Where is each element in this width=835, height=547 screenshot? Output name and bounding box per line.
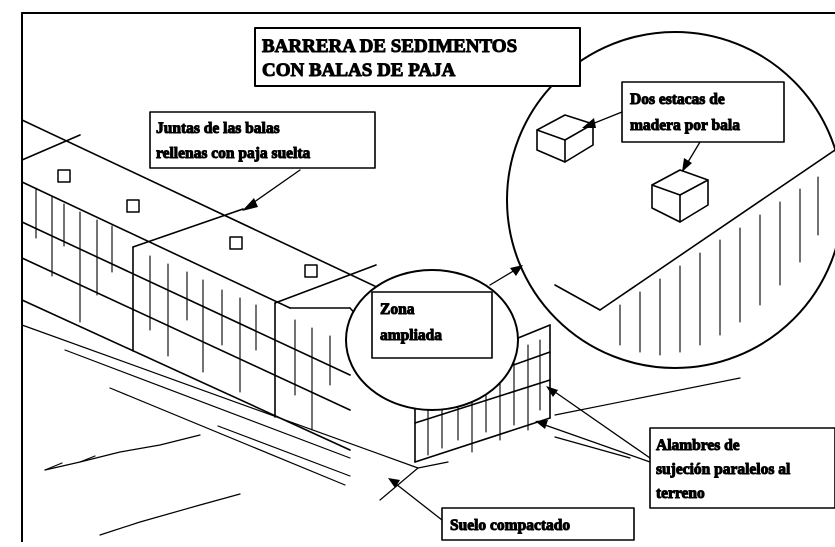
zoom-label-line1: Zona: [380, 301, 415, 318]
joints-callout: Juntas de las balas rellenas con paja su…: [149, 111, 376, 211]
joints-label-line2: rellenas con paja suelta: [156, 145, 311, 162]
wires-label-line3: terreno: [656, 485, 705, 502]
wires-label-line1: Alambres de: [656, 437, 740, 454]
stake-markers: [57, 169, 318, 278]
stake-cube-2: [651, 169, 709, 223]
wires-label-line2: sujeción paralelos al: [656, 461, 791, 478]
zoom-link-arrow: [489, 265, 523, 286]
joints-label-line1: Juntas de las balas: [156, 120, 280, 137]
ground-lines: [21, 324, 741, 536]
zoom-source-circle: Zona ampliada: [345, 269, 519, 411]
bale-top-face: [21, 119, 416, 309]
soil-callout: Suelo compactado: [388, 478, 635, 541]
stakes-label-line2: madera por bala: [630, 117, 740, 134]
soil-label-line1: Suelo compactado: [450, 517, 570, 534]
title-line1: BARRERA DE SEDIMENTOS: [262, 36, 517, 57]
title-box: BARRERA DE SEDIMENTOS CON BALAS DE PAJA: [254, 27, 581, 87]
stakes-callout: Dos estacas de madera por bala: [582, 81, 785, 172]
stakes-label-line1: Dos estacas de: [630, 91, 725, 108]
straw-strokes: [35, 187, 541, 456]
wires-callout: Alambres de sujeción paralelos al terren…: [535, 386, 835, 509]
zoom-label-box: [371, 291, 493, 359]
zoom-label-line2: ampliada: [380, 327, 442, 344]
title-line2: CON BALAS DE PAJA: [262, 60, 456, 81]
